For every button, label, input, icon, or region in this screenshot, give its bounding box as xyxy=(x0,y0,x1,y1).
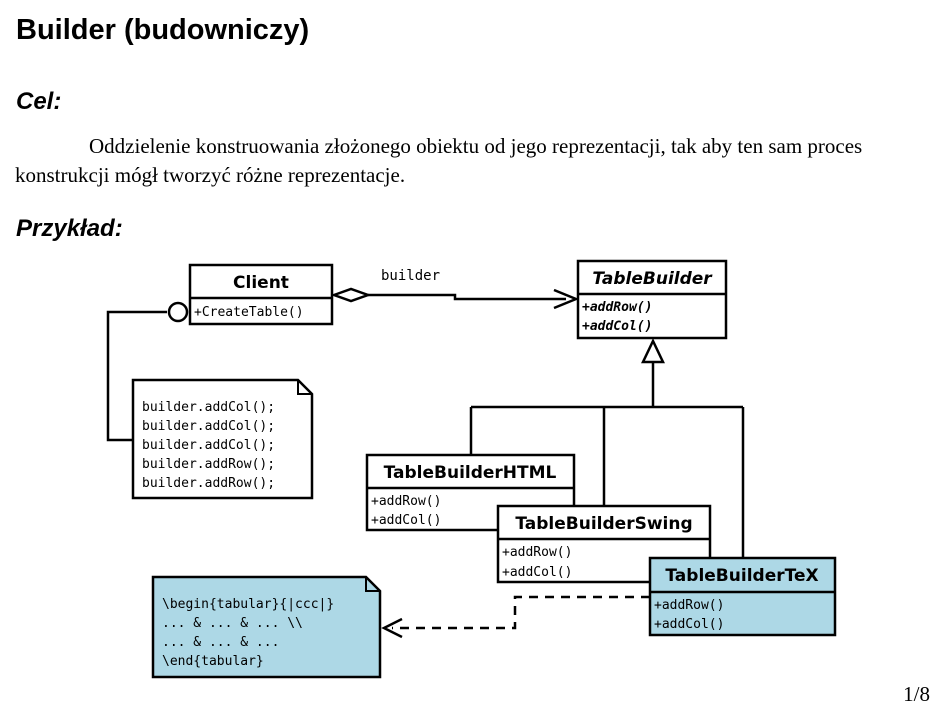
swing-builder-method: +addRow() xyxy=(502,545,572,560)
association-label: builder xyxy=(381,268,440,284)
table-builder-class-name: TableBuilder xyxy=(592,269,713,289)
client-note-line: builder.addCol(); xyxy=(142,419,275,434)
note-anchor-line xyxy=(106,310,167,442)
swing-builder-class-name: TableBuilderSwing xyxy=(515,514,692,534)
association-line xyxy=(368,293,566,301)
tex-note: \begin{tabular}{|ccc|} ... & ... & ... \… xyxy=(151,575,382,679)
table-builder-method: +addCol() xyxy=(582,319,652,334)
html-builder-class-name: TableBuilderHTML xyxy=(384,463,557,483)
generalization-triangle xyxy=(641,338,665,364)
client-note: builder.addCol(); builder.addCol(); buil… xyxy=(131,378,314,500)
goal-text: Oddzielenie konstruowania złożonego obie… xyxy=(15,134,863,187)
client-class: Client +CreateTable() xyxy=(188,263,334,326)
page-title: Builder (budowniczy) xyxy=(16,14,310,46)
tex-note-line: ... & ... & ... xyxy=(162,635,279,650)
tex-builder-class: TableBuilderTeX +addRow() +addCol() xyxy=(648,556,837,637)
goal-heading: Cel: xyxy=(16,88,62,115)
table-builder-method: +addRow() xyxy=(582,300,652,315)
tex-note-line: \begin{tabular}{|ccc|} xyxy=(162,597,334,612)
example-heading: Przykład: xyxy=(16,215,123,242)
tex-builder-method: +addRow() xyxy=(654,598,724,613)
html-builder-method: +addCol() xyxy=(371,513,441,528)
page-number: 1/8 xyxy=(903,682,930,706)
swing-builder-method: +addCol() xyxy=(502,565,572,580)
aggregation-diamond xyxy=(330,287,372,303)
association-arrowhead xyxy=(553,288,580,310)
client-note-line: builder.addCol(); xyxy=(142,438,275,453)
interface-lollipop xyxy=(167,301,189,323)
tex-builder-class-name: TableBuilderTeX xyxy=(665,566,818,586)
dependency xyxy=(381,595,650,639)
table-builder-class: TableBuilder +addRow() +addCol() xyxy=(576,259,728,340)
client-note-line: builder.addRow(); xyxy=(142,457,275,472)
client-note-line: builder.addRow(); xyxy=(142,476,275,491)
client-note-line: builder.addCol(); xyxy=(142,400,275,415)
dependency-arrowhead xyxy=(381,617,403,639)
tex-note-line: \end{tabular} xyxy=(162,654,264,669)
tex-note-line: ... & ... & ... \\ xyxy=(162,616,303,631)
client-class-name: Client xyxy=(233,273,289,293)
connectors xyxy=(106,288,745,557)
tex-builder-method: +addCol() xyxy=(654,617,724,632)
html-builder-method: +addRow() xyxy=(371,494,441,509)
client-method: +CreateTable() xyxy=(194,305,304,320)
